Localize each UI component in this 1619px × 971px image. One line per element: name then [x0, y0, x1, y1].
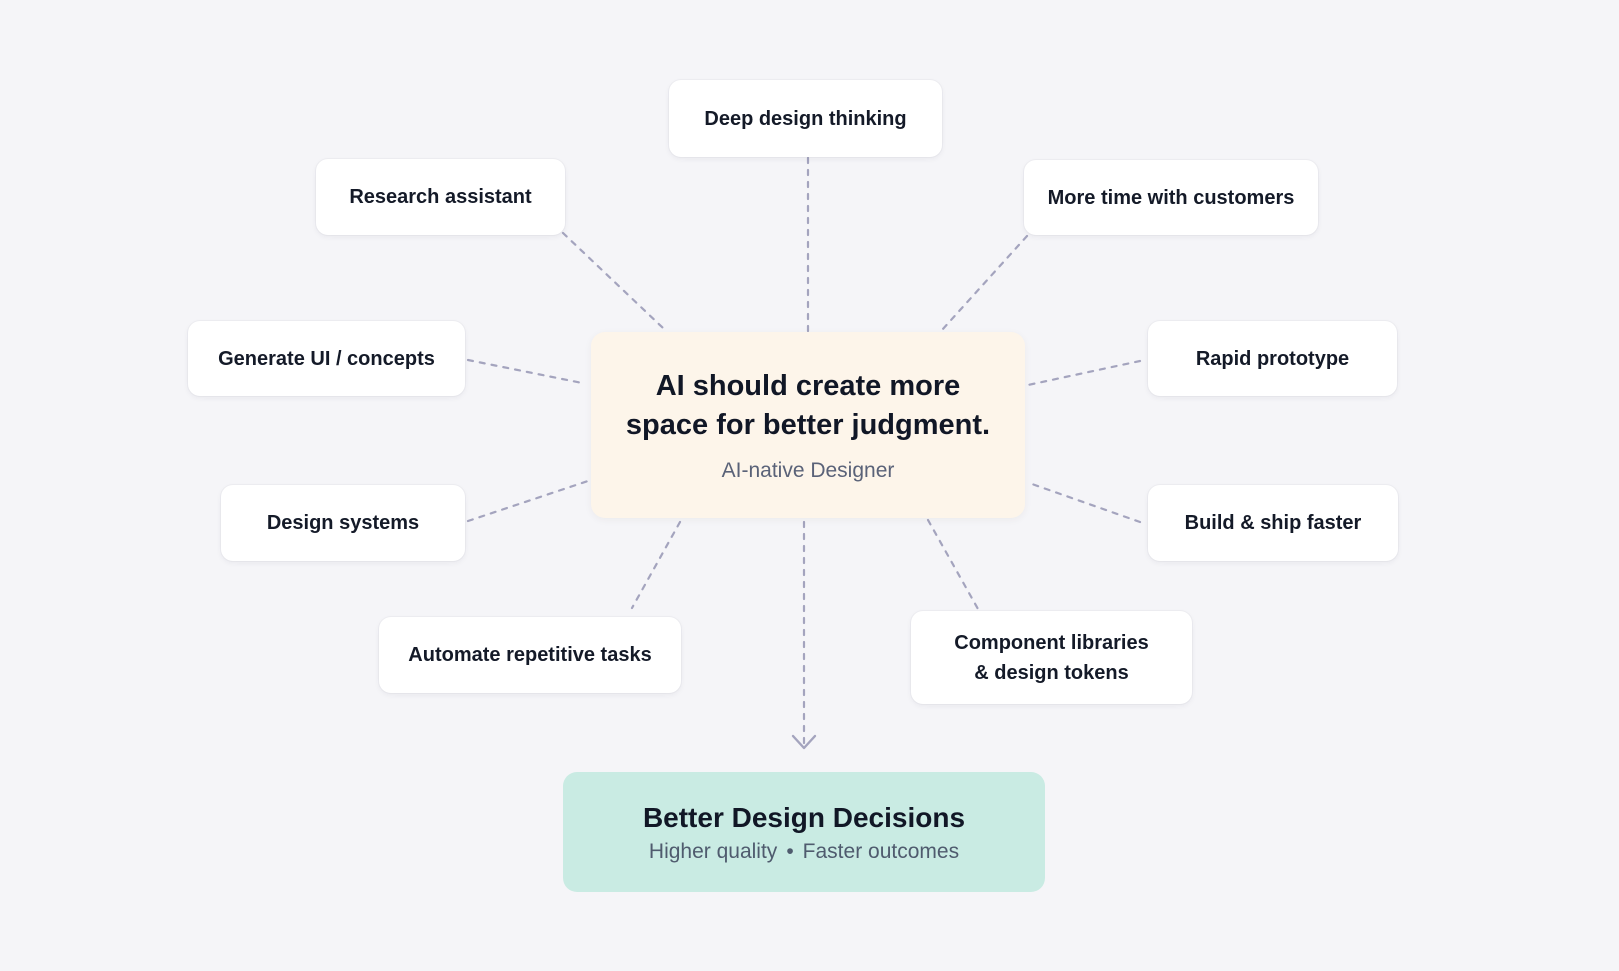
- central-idea-box: AI should create more space for better j…: [591, 332, 1025, 518]
- node-label: Automate repetitive tasks: [408, 644, 652, 666]
- outcome-title: Better Design Decisions: [642, 802, 966, 833]
- node-label-line2: & design tokens: [974, 661, 1129, 684]
- central-title: AI should create more space for better j…: [626, 367, 990, 445]
- node-label: Build & ship faster: [1184, 512, 1362, 534]
- node-build-ship-faster: Build & ship faster: [1148, 485, 1398, 561]
- node-label-line1: Component libraries: [954, 631, 1149, 654]
- central-title-line1: AI should create more: [655, 370, 961, 402]
- connector-rapid-prototype: [1026, 359, 1142, 387]
- outcome-sub-right: Faster outcomes: [802, 840, 960, 863]
- node-rapid-prototype: Rapid prototype: [1148, 321, 1397, 396]
- central-title-line2: space for better judgment.: [625, 409, 991, 441]
- node-more-time-with-customers: More time with customers: [1024, 160, 1318, 235]
- central-subtitle: AI-native Designer: [721, 459, 895, 482]
- bullet-separator: •: [786, 840, 794, 863]
- connector-automate-tasks: [630, 520, 682, 610]
- connector-research-assistant: [561, 231, 665, 330]
- node-generate-ui-concepts: Generate UI / concepts: [188, 321, 465, 396]
- node-label: More time with customers: [1047, 186, 1295, 209]
- connector-component-libraries: [926, 518, 980, 611]
- arrow-down-icon: [791, 734, 817, 750]
- node-label: Rapid prototype: [1195, 347, 1350, 370]
- node-component-libraries: Component libraries & design tokens: [911, 611, 1192, 704]
- outcome-subtitle: Higher quality • Faster outcomes: [649, 840, 959, 864]
- node-research-assistant: Research assistant: [316, 159, 565, 235]
- connector-generate-ui: [466, 358, 584, 385]
- connector-more-time-with-customers: [940, 234, 1029, 332]
- connector-build-ship-faster: [1030, 482, 1142, 524]
- node-deep-design-thinking: Deep design thinking: [669, 80, 942, 157]
- node-design-systems: Design systems: [221, 485, 465, 561]
- node-label: Deep design thinking: [704, 107, 907, 130]
- node-label: Research assistant: [349, 186, 532, 208]
- node-label: Generate UI / concepts: [218, 347, 435, 370]
- node-label: Design systems: [266, 512, 420, 534]
- outcome-sub-left: Higher quality: [648, 840, 778, 863]
- connector-design-systems: [466, 479, 590, 523]
- outcome-box: Better Design Decisions Higher quality • F…: [563, 772, 1045, 892]
- node-automate-repetitive-tasks: Automate repetitive tasks: [379, 617, 681, 693]
